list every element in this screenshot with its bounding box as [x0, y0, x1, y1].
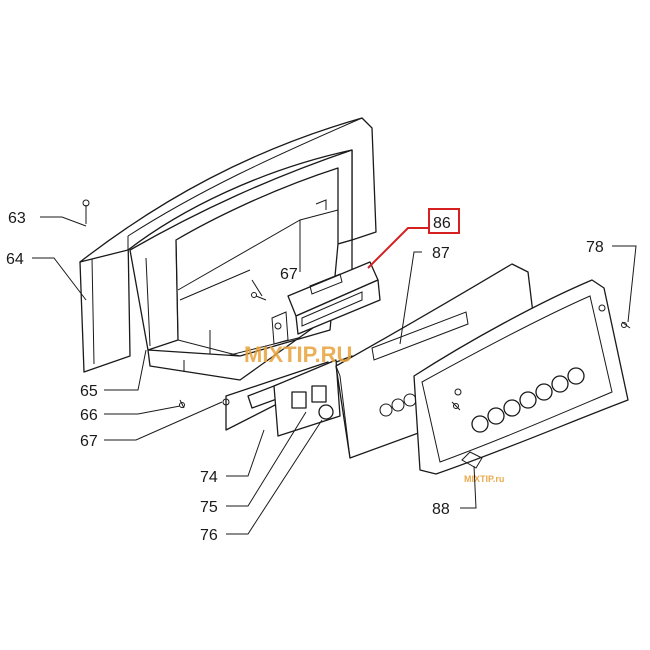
display-module-86	[271, 261, 381, 345]
control-panel-frame	[79, 117, 377, 381]
watermark-small: MIXTIP.ru	[464, 474, 504, 484]
watermark-main: MIXTIP.RU	[244, 342, 352, 367]
callout-65: 65	[80, 383, 98, 400]
callout-78: 78	[586, 239, 604, 256]
callout-67-bottom: 67	[80, 433, 98, 450]
front-panel-88	[413, 279, 629, 475]
watermark: MIXTIP.RU MIXTIP.ru	[244, 342, 504, 484]
callout-67-top: 67	[280, 266, 298, 283]
control-board-74	[222, 355, 357, 437]
callout-76: 76	[200, 527, 218, 544]
callout-63: 63	[8, 210, 26, 227]
callout-86-highlight-box	[428, 208, 460, 234]
callout-66: 66	[80, 407, 98, 424]
callout-75: 75	[200, 499, 218, 516]
callout-64: 64	[6, 251, 24, 268]
callout-88: 88	[432, 501, 450, 518]
leader-lines	[32, 216, 637, 535]
callout-87: 87	[432, 245, 450, 262]
callouts: 63 64 65 66 67 67 74 75 76 86 87 78 88	[6, 208, 604, 544]
callout-74: 74	[200, 469, 218, 486]
callout-86: 86	[433, 215, 451, 232]
screws	[179, 292, 631, 411]
